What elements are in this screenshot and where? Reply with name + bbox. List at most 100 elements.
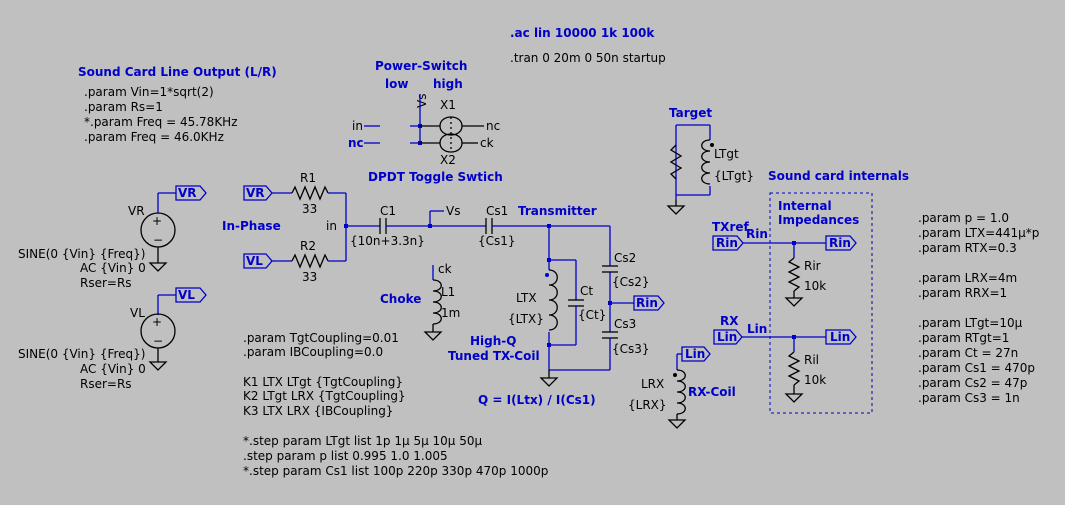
ltx-coil <box>548 269 558 331</box>
coupling-directives[interactable]: .param TgtCoupling=0.01 .param IBCouplin… <box>243 331 548 478</box>
vr-net-flag <box>243 185 273 201</box>
target[interactable]: Target LTgt {LTgt} <box>666 106 754 215</box>
r1-resistor <box>291 185 329 201</box>
soundcard-internals[interactable]: Sound card internals Internal Impedances… <box>712 169 909 414</box>
impedances-label: Impedances <box>778 213 859 227</box>
param-line: .param Cs1 = 470p <box>918 361 1035 375</box>
nc-label-right: nc <box>486 119 500 133</box>
vl-label: VL <box>130 306 145 320</box>
lin-flag-label: Lin <box>685 347 705 361</box>
dpdt-caption: DPDT Toggle Swtich <box>368 170 503 184</box>
param-line: .param Rs=1 <box>84 100 163 114</box>
tx-node <box>547 258 551 262</box>
tuned-tx-coil-label: Tuned TX-Coil <box>448 349 540 363</box>
r1-label: R1 <box>300 171 316 185</box>
transmitter[interactable]: C1 {10n+3.3n} Vs Cs1 {Cs1} Transmitter L… <box>346 204 665 407</box>
ril-label: Ril <box>804 353 819 367</box>
minus-sign: − <box>153 334 163 348</box>
power-switch-title: Power-Switch <box>375 59 467 73</box>
power-switch-low: low <box>385 77 408 91</box>
source-vr[interactable]: VR + − VR SINE(0 {Vin} {Freq}) AC {Vin} … <box>18 185 207 290</box>
lrx-label: LRX <box>641 377 664 391</box>
power-switch[interactable]: Power-Switch low high Vs X1 X2 in nc nc … <box>348 59 503 184</box>
param-line: .param Cs2 = 47p <box>918 376 1027 390</box>
soundcard-title: Sound Card Line Output (L/R) <box>78 65 277 79</box>
lrx-coil <box>676 369 686 415</box>
param-line: .param RTX=0.3 <box>918 241 1017 255</box>
rx-coil[interactable]: Lin LRX {LRX} RX-Coil <box>628 346 736 429</box>
rx-coil-label: RX-Coil <box>688 385 736 399</box>
lin-net-flag <box>825 329 857 345</box>
vl-rser: Rser=Rs <box>80 377 132 391</box>
c1-label: C1 <box>380 204 396 218</box>
param-line: .param p = 1.0 <box>918 211 1009 225</box>
vr-flag-label: VR <box>178 186 197 200</box>
vr-label: VR <box>128 204 145 218</box>
rx-label: RX <box>720 314 739 328</box>
rir-label: Rir <box>804 259 821 273</box>
q-expression: Q = I(Ltx) / I(Cs1) <box>478 393 596 407</box>
tran-directive[interactable]: .tran 0 20m 0 50n startup <box>510 51 666 65</box>
internals-box <box>769 192 873 414</box>
choke-label: Choke <box>380 292 421 306</box>
ct-value: {Ct} <box>578 308 606 322</box>
lin-net-label: Lin <box>747 322 767 336</box>
param-line: .param TgtCoupling=0.01 <box>243 331 399 345</box>
rin-net-flag <box>825 235 857 251</box>
ground-icon <box>667 419 687 429</box>
param-line: .param RRX=1 <box>918 286 1007 300</box>
ril-resistor <box>787 351 801 386</box>
k-line: K1 LTX LTgt {TgtCoupling} <box>243 375 403 389</box>
x1-label: X1 <box>440 98 456 112</box>
power-switch-high: high <box>433 77 463 91</box>
vr-ac: AC {Vin} 0 <box>80 261 146 275</box>
vr-flag-label: VR <box>246 186 265 200</box>
lrx-value: {LRX} <box>628 398 667 412</box>
rin-flag-right: Rin <box>829 236 851 250</box>
vl-ac: AC {Vin} 0 <box>80 362 146 376</box>
l1-coil <box>432 279 442 325</box>
ltgt-value: {LTgt} <box>714 169 754 183</box>
cs2-value: {Cs2} <box>612 275 650 289</box>
vl-net-flag <box>243 253 273 269</box>
rin-flag-left: Rin <box>716 236 738 250</box>
param-line: .param RTgt=1 <box>918 331 1009 345</box>
transmitter-label: Transmitter <box>518 204 597 218</box>
vl-net-flag <box>175 287 207 303</box>
vr-sine: SINE(0 {Vin} {Freq}) <box>18 247 145 261</box>
param-line: .param Vin=1*sqrt(2) <box>84 85 214 99</box>
ltgt-dot <box>710 143 714 147</box>
ground-icon <box>666 205 686 215</box>
cs1-label: Cs1 <box>486 204 508 218</box>
rir-value: 10k <box>804 279 826 293</box>
vr-net-flag <box>175 185 207 201</box>
ground-icon <box>539 377 559 387</box>
param-line: .param LRX=4m <box>918 271 1017 285</box>
choke-ck-label: ck <box>438 262 452 276</box>
tx-node <box>547 343 551 347</box>
nc-label-left: nc <box>348 136 364 150</box>
lin-flag-right: Lin <box>830 330 850 344</box>
right-params[interactable]: .param p = 1.0 .param LTX=441µ*p .param … <box>918 211 1039 405</box>
source-vl[interactable]: VL + − VL SINE(0 {Vin} {Freq}) AC {Vin} … <box>18 287 207 391</box>
l1-label: L1 <box>441 285 455 299</box>
c1-value: {10n+3.3n} <box>350 234 425 248</box>
soundcard-params[interactable]: .param Vin=1*sqrt(2) .param Rs=1 *.param… <box>84 85 238 144</box>
rin-net-flag <box>633 295 665 311</box>
lin-flag-left: Lin <box>717 330 737 344</box>
ltgt-label: LTgt <box>714 147 739 161</box>
r1-value: 33 <box>302 202 317 216</box>
ltx-dot <box>545 273 549 277</box>
ground-icon <box>784 297 804 307</box>
internal-label: Internal <box>778 199 832 213</box>
ac-directive[interactable]: .ac lin 10000 1k 100k <box>510 26 655 40</box>
plus-sign: + <box>152 214 162 228</box>
minus-sign: − <box>153 233 163 247</box>
vr-rser: Rser=Rs <box>80 276 132 290</box>
in-phase-mixer[interactable]: VR VL R1 33 R2 33 in In-Phase <box>222 171 348 284</box>
ltx-label: LTX <box>516 291 537 305</box>
choke[interactable]: ck Choke L1 1m <box>380 262 460 341</box>
cs1-value: {Cs1} <box>478 234 516 248</box>
